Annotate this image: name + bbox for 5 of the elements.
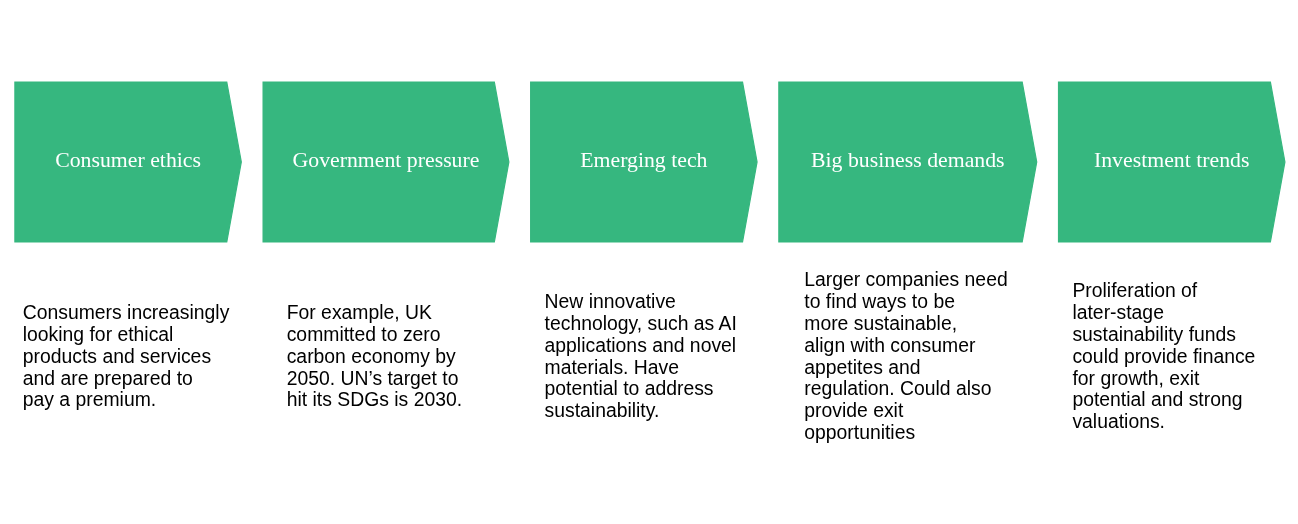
node-label: Larger companies need to find ways to be more sustainable, align with consumer appetites and regulation. Could also provide exit opportunities [804,267,1008,443]
node-label: Consumers increasingly looking for ethical products and services and are prepared to pay a premium. [22,300,230,410]
node-label: For example, UK committed to zero carbon economy by 2050. UN’s target to hit its SDGs is 2030. [286,300,463,410]
node-label: Proliferation of later-stage sustainability funds could provide finance for growth, exit potential and strong valuations. [1072,278,1256,432]
node-label: New innovative technology, such as AI applications and novel materials. Have potential to address sustainability. [544,289,737,421]
